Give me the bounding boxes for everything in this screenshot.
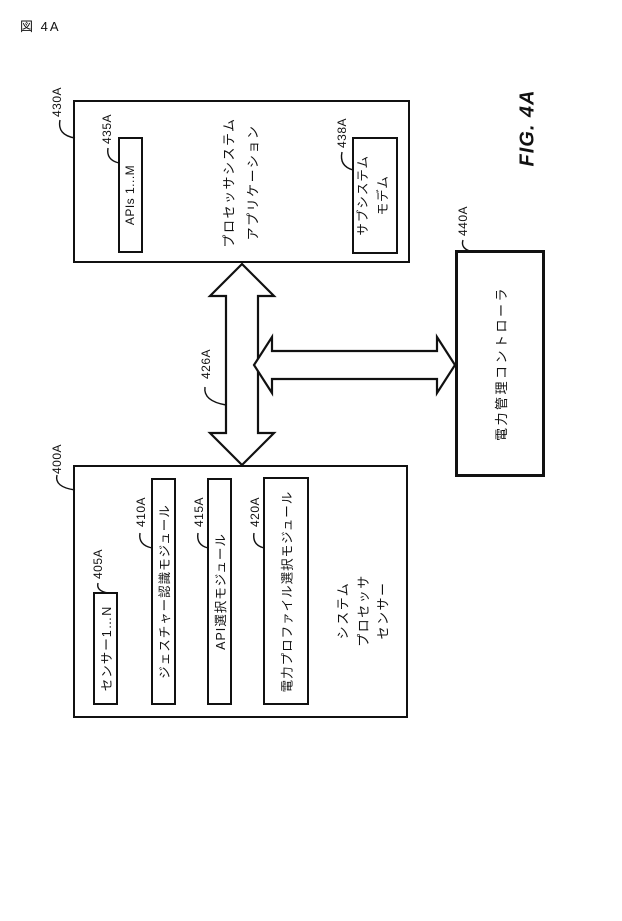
sensor-title-line3: システム (335, 581, 351, 639)
horizontal-bus-arrow-icon (252, 333, 457, 397)
ref-label-430A: 430A (50, 86, 64, 118)
leader-426A (204, 386, 227, 406)
sensors-box-label: センサー1…N (100, 605, 115, 692)
ref-label-420A: 420A (248, 496, 262, 528)
modem-subsystem-box (352, 137, 398, 254)
modem-title-line2: サブシステム (355, 155, 370, 236)
power-profile-selection-label: 電力プロファイル選択モジュール (280, 490, 295, 692)
apis-box-label: APIs 1...M (123, 164, 138, 226)
ref-label-410A: 410A (134, 496, 148, 528)
ref-label-438A: 438A (335, 117, 349, 149)
power-management-controller-label: 電力管理コントローラ (493, 285, 509, 442)
api-selection-label: API選択モジュール (214, 533, 228, 650)
vertical-bus-arrow-icon (207, 262, 277, 467)
ref-label-405A: 405A (91, 548, 105, 580)
api-selection-box: API選択モジュール (207, 478, 232, 705)
power-management-controller-box: 電力管理コントローラ (455, 250, 545, 477)
ref-label-440A: 440A (456, 205, 470, 237)
application-title-line2: プロセッサシステム (221, 116, 237, 248)
gesture-recognition-label: ジェスチャー認識モジュール (158, 504, 173, 679)
sensors-box: センサー1…N (93, 592, 118, 705)
sensor-title-line2: プロセッサ (355, 573, 371, 647)
ref-label-435A: 435A (100, 113, 114, 145)
ref-label-400A: 400A (50, 443, 64, 475)
fig-label: FIG. 4A (516, 89, 539, 167)
modem-title-line1: モデム (375, 175, 390, 216)
application-title-line1: アプリケーション (245, 124, 261, 240)
ref-label-426A: 426A (199, 348, 213, 380)
sensor-title-line1: センサー (375, 580, 391, 640)
ref-label-415A: 415A (192, 496, 206, 528)
power-profile-selection-box: 電力プロファイル選択モジュール (263, 477, 309, 705)
gesture-recognition-box: ジェスチャー認識モジュール (151, 478, 176, 705)
apis-box: APIs 1...M (118, 137, 143, 253)
sensor-processor-box (73, 465, 408, 718)
figure-caption: 図 4A (20, 19, 61, 34)
